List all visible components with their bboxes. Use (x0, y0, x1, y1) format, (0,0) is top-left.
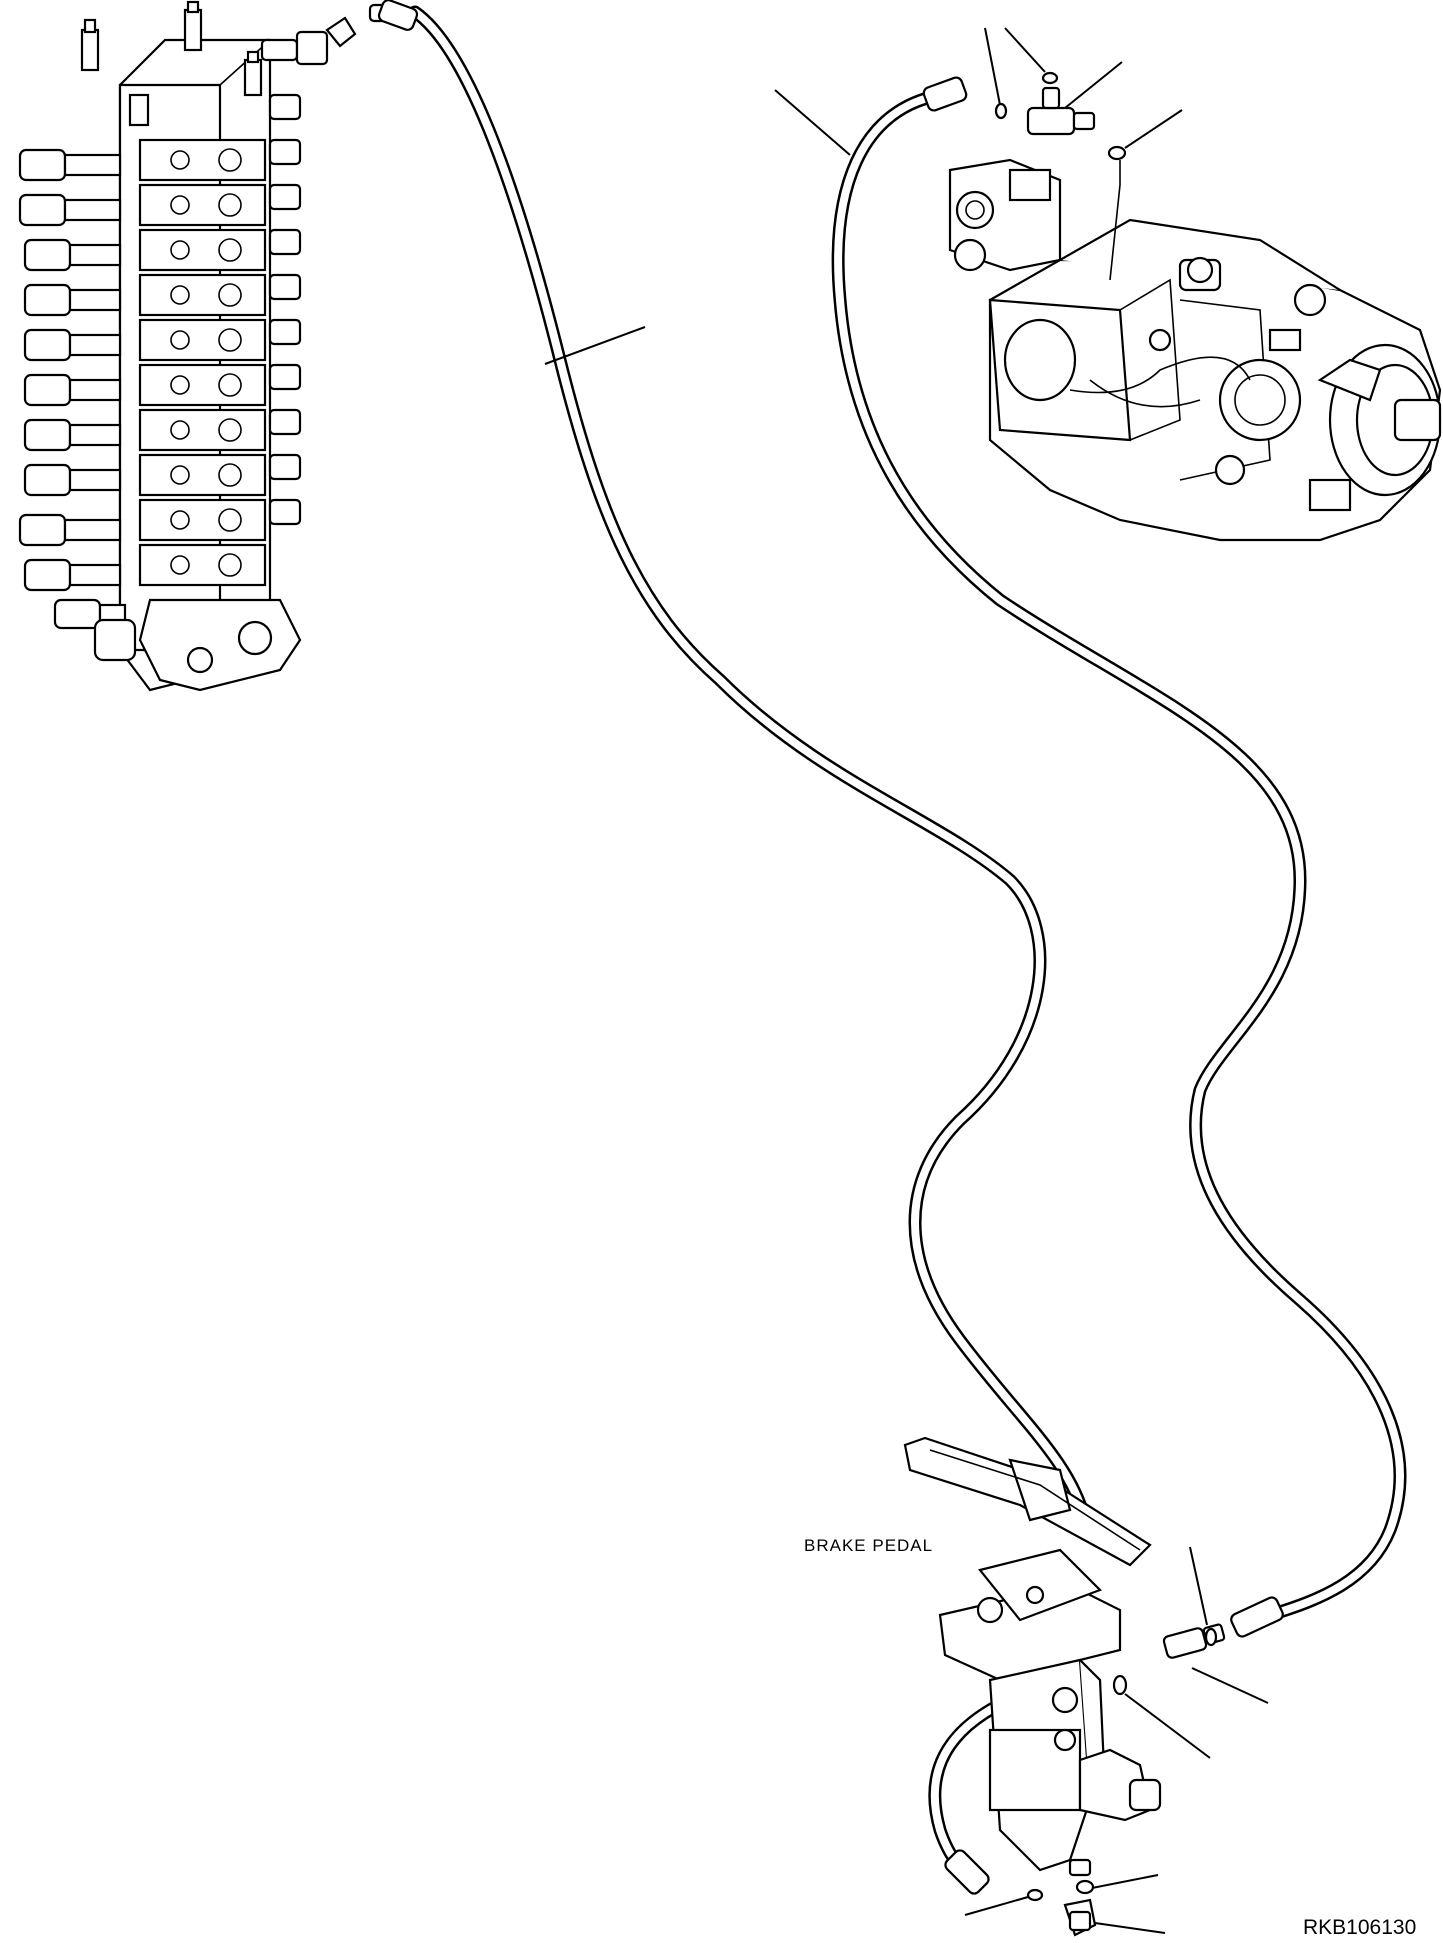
pedal-port-fittings (1026, 1623, 1226, 1937)
hose-pump-to-pedal (831, 76, 1407, 1638)
valve-left-ports (18, 148, 127, 630)
brake-pedal-assembly (903, 1436, 1162, 1877)
drawing-number: RKB106130 (1303, 1916, 1416, 1939)
control-valve (18, 0, 392, 692)
valve-sections (138, 138, 267, 587)
hose-pedal-lower (928, 1688, 1027, 1895)
valve-right-ports (268, 93, 302, 526)
pump-tee-fitting (994, 71, 1127, 281)
valve-bottom-cover (93, 598, 302, 692)
callout-leaders (544, 27, 1269, 1934)
valve-top-fittings (80, 0, 263, 127)
valve-adapter-fitting (260, 3, 392, 66)
hose-valve-to-pedal (377, 0, 1092, 1527)
brake-pedal-label: BRAKE PEDAL (804, 1536, 933, 1555)
hydraulic-pump (948, 158, 1442, 542)
